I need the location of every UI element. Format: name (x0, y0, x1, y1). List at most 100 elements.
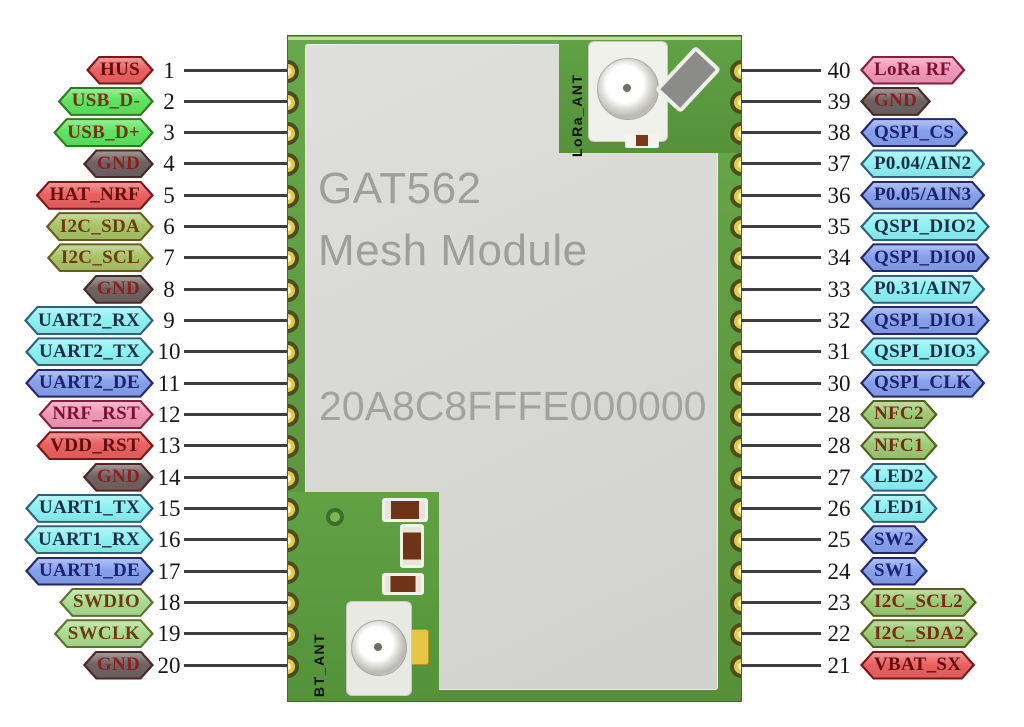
pin-connector-line (737, 225, 821, 229)
pin-connector-line (184, 663, 287, 667)
pin-number: 14 (157, 464, 181, 490)
castellation-pad (288, 560, 299, 584)
board-edge-highlight (288, 37, 741, 40)
castellation-pad (288, 122, 299, 146)
pin-label-tag: GND (83, 651, 154, 680)
castellation-pad (730, 278, 741, 302)
castellation-pad (730, 591, 741, 615)
pin-label-tag: QSPI_CLK (860, 369, 985, 398)
pin-connector-line (737, 68, 821, 72)
pin-connector-line (737, 162, 821, 166)
pin-label: UART1_RX (27, 527, 151, 552)
pin-connector-line (184, 319, 287, 323)
pin-label: LED2 (863, 465, 935, 490)
pin-number: 24 (827, 558, 851, 584)
lora-small-component (625, 133, 659, 148)
castellation-pad (730, 466, 741, 490)
pin-label-tag: UART1_DE (25, 557, 154, 586)
pin-connector-line (737, 444, 821, 448)
pin-label-tag: USB_D+ (53, 118, 154, 147)
pin-connector-line (737, 412, 821, 416)
pin-number: 9 (163, 308, 175, 334)
bt-ufl-center-pin (374, 643, 382, 651)
pin-label-tag: LED1 (860, 494, 938, 523)
pin-row: USB_D-2 (0, 88, 287, 115)
pin-label: I2C_SDA2 (863, 621, 975, 646)
castellation-pad (288, 466, 299, 490)
pin-label: VBAT_SX (863, 653, 972, 678)
pin-label: P0.05/AIN3 (863, 183, 982, 208)
pin-number: 35 (827, 214, 851, 240)
pin-number: 10 (157, 339, 181, 365)
module-type-text: Mesh Module (318, 226, 588, 275)
castellation-pad (730, 153, 741, 177)
bt-capacitor-1 (382, 498, 428, 522)
pin-number: 27 (827, 464, 851, 490)
pin-number: 28 (827, 401, 851, 427)
pin-row: HUS 1 (0, 57, 287, 84)
pin-connector-line (184, 412, 287, 416)
pin-connector-line (184, 538, 287, 542)
pin-connector-line (184, 256, 287, 260)
pin-connector-line (184, 68, 287, 72)
castellation-pad (730, 372, 741, 396)
pin-label: USB_D+ (56, 120, 151, 145)
pin-label-tag: GND (83, 149, 154, 178)
module-serial-text: 20A8C8FFFE000000 (319, 383, 707, 429)
pin-label: UART2_RX (27, 308, 151, 333)
castellation-pad (288, 184, 299, 208)
pin-connector-line (184, 444, 287, 448)
pin-number: 12 (157, 401, 181, 427)
pin-label: SW2 (863, 527, 925, 552)
pin-label-tag: P0.31/AIN7 (860, 275, 985, 304)
castellation-pad (288, 654, 299, 678)
pin-label: GND (86, 151, 151, 176)
pin-label-tag: NFC2 (860, 400, 938, 429)
pin-label-tag: NRF_RST (38, 400, 154, 429)
pin-label-tag: UART2_TX (25, 337, 154, 366)
pin-number: 2 (163, 88, 175, 114)
castellation-pad (288, 529, 299, 553)
pin-number: 16 (157, 527, 181, 553)
pin-label: SWCLK (57, 621, 151, 646)
castellation-pad (288, 341, 299, 365)
pin-label: HAT_NRF (39, 183, 151, 208)
castellation-pad (288, 497, 299, 521)
pin-number: 39 (827, 88, 851, 114)
pin-row: USB_D+3 (0, 119, 287, 146)
pin-label-tag: P0.05/AIN3 (860, 181, 985, 210)
castellation-pad (288, 90, 299, 114)
pin-label-tag: SW1 (860, 557, 928, 586)
pin-label-tag: I2C_SCL (47, 243, 154, 272)
bt-via (326, 508, 344, 526)
pin-label-tag: HUS (86, 56, 154, 85)
pin-label-tag: QSPI_DIO3 (860, 337, 990, 366)
castellation-pad (288, 623, 299, 647)
lora-antenna-silkscreen: LoRa_ANT (569, 73, 585, 157)
pin-number: 1 (163, 57, 175, 83)
pin-connector-line (737, 99, 821, 103)
castellation-pad (730, 310, 741, 334)
pin-number: 15 (157, 495, 181, 521)
pin-label: GND (86, 277, 151, 302)
pin-number: 40 (827, 57, 851, 83)
pin-label: UART1_TX (28, 496, 151, 521)
pin-label: I2C_SCL (50, 245, 151, 270)
